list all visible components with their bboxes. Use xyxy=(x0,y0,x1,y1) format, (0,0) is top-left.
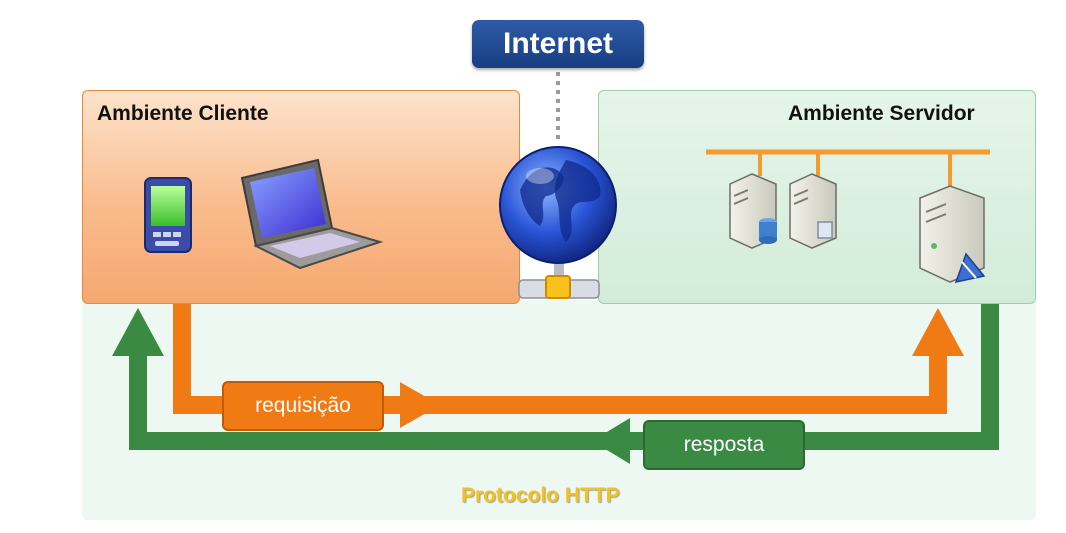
internet-badge: Internet xyxy=(472,20,644,68)
client-environment-title: Ambiente Cliente xyxy=(97,102,269,125)
response-arrow xyxy=(112,304,999,464)
globe-icon xyxy=(499,146,617,299)
request-label: requisição xyxy=(222,381,384,431)
response-label: resposta xyxy=(643,420,805,470)
database-server-icon xyxy=(729,173,777,249)
pda-device-icon xyxy=(144,177,192,253)
server-environment-title: Ambiente Servidor xyxy=(788,102,975,125)
laptop-icon xyxy=(240,158,384,270)
protocol-label: Protocolo HTTP xyxy=(461,484,620,507)
request-arrow xyxy=(173,304,964,428)
web-server-icon xyxy=(919,185,986,284)
application-server-icon xyxy=(789,173,837,249)
server-network-bus xyxy=(706,149,990,190)
